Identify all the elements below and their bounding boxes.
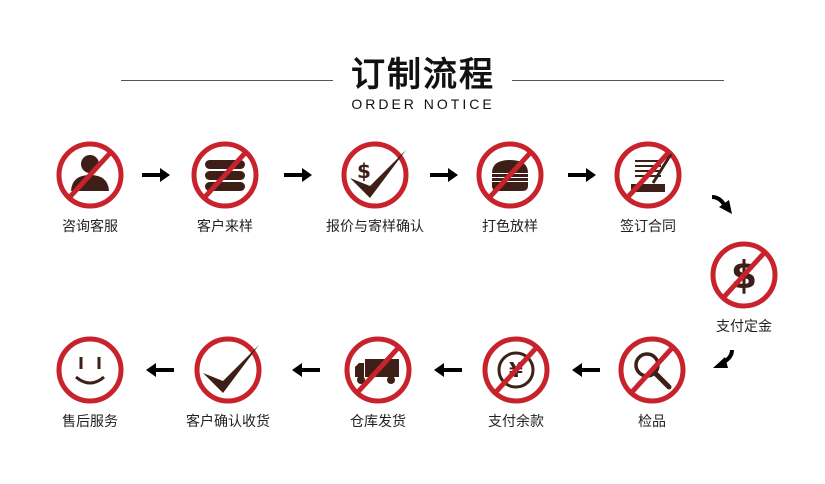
arrow-right-icon [284,168,312,182]
yen-icon: ¥ [482,336,550,404]
arrow-left-icon [434,363,462,377]
step-label: 咨询客服 [62,219,118,235]
curved-arrow-down-icon [711,195,732,214]
checkmark-icon [194,336,262,404]
arrow-right-icon [430,168,458,182]
step-label: 支付定金 [716,319,772,335]
page-subtitle: ORDER NOTICE [351,96,495,112]
step-sign-contract: 签订合同 [588,140,708,236]
step-label: 报价与寄样确认 [326,219,424,235]
arrow-left-icon [572,363,600,377]
step-label: 售后服务 [62,414,118,430]
step-label: 仓库发货 [350,414,406,430]
smiley-icon [56,336,124,404]
arrow-right-icon [568,168,596,182]
dollar-check-icon: $ [341,141,409,209]
step-color-sample: 打色放样 [450,140,570,236]
header-line-right [512,80,724,81]
step-quote-confirm: $ 报价与寄样确认 [315,140,435,236]
header-line-left [121,80,333,81]
curved-arrow-down-left-icon [713,349,734,368]
step-consult-service: 咨询客服 [30,140,150,236]
contract-pen-icon [614,141,682,209]
arrow-left-icon [292,363,320,377]
stack-icon [191,141,259,209]
step-label: 签订合同 [620,219,676,235]
truck-icon [344,336,412,404]
step-label: 客户来样 [197,219,253,235]
svg-text:$: $ [357,159,371,183]
step-label: 支付余款 [488,414,544,430]
step-confirm-receipt: 客户确认收货 [168,335,288,431]
step-after-sales: 售后服务 [30,335,150,431]
person-icon [56,141,124,209]
step-customer-sample: 客户来样 [165,140,285,236]
step-pay-deposit: $ 支付定金 [684,240,804,336]
step-label: 检品 [638,414,666,430]
page-title: 订制流程 [351,55,495,95]
step-inspection: 检品 [592,335,712,431]
dollar-icon: $ [710,241,778,309]
step-warehouse-ship: 仓库发货 [318,335,438,431]
arrow-right-icon [142,168,170,182]
step-label: 客户确认收货 [186,414,270,430]
step-pay-balance: ¥ 支付余款 [456,335,576,431]
arrow-left-icon [146,363,174,377]
burger-icon [476,141,544,209]
magnifier-icon [618,336,686,404]
step-label: 打色放样 [482,219,538,235]
